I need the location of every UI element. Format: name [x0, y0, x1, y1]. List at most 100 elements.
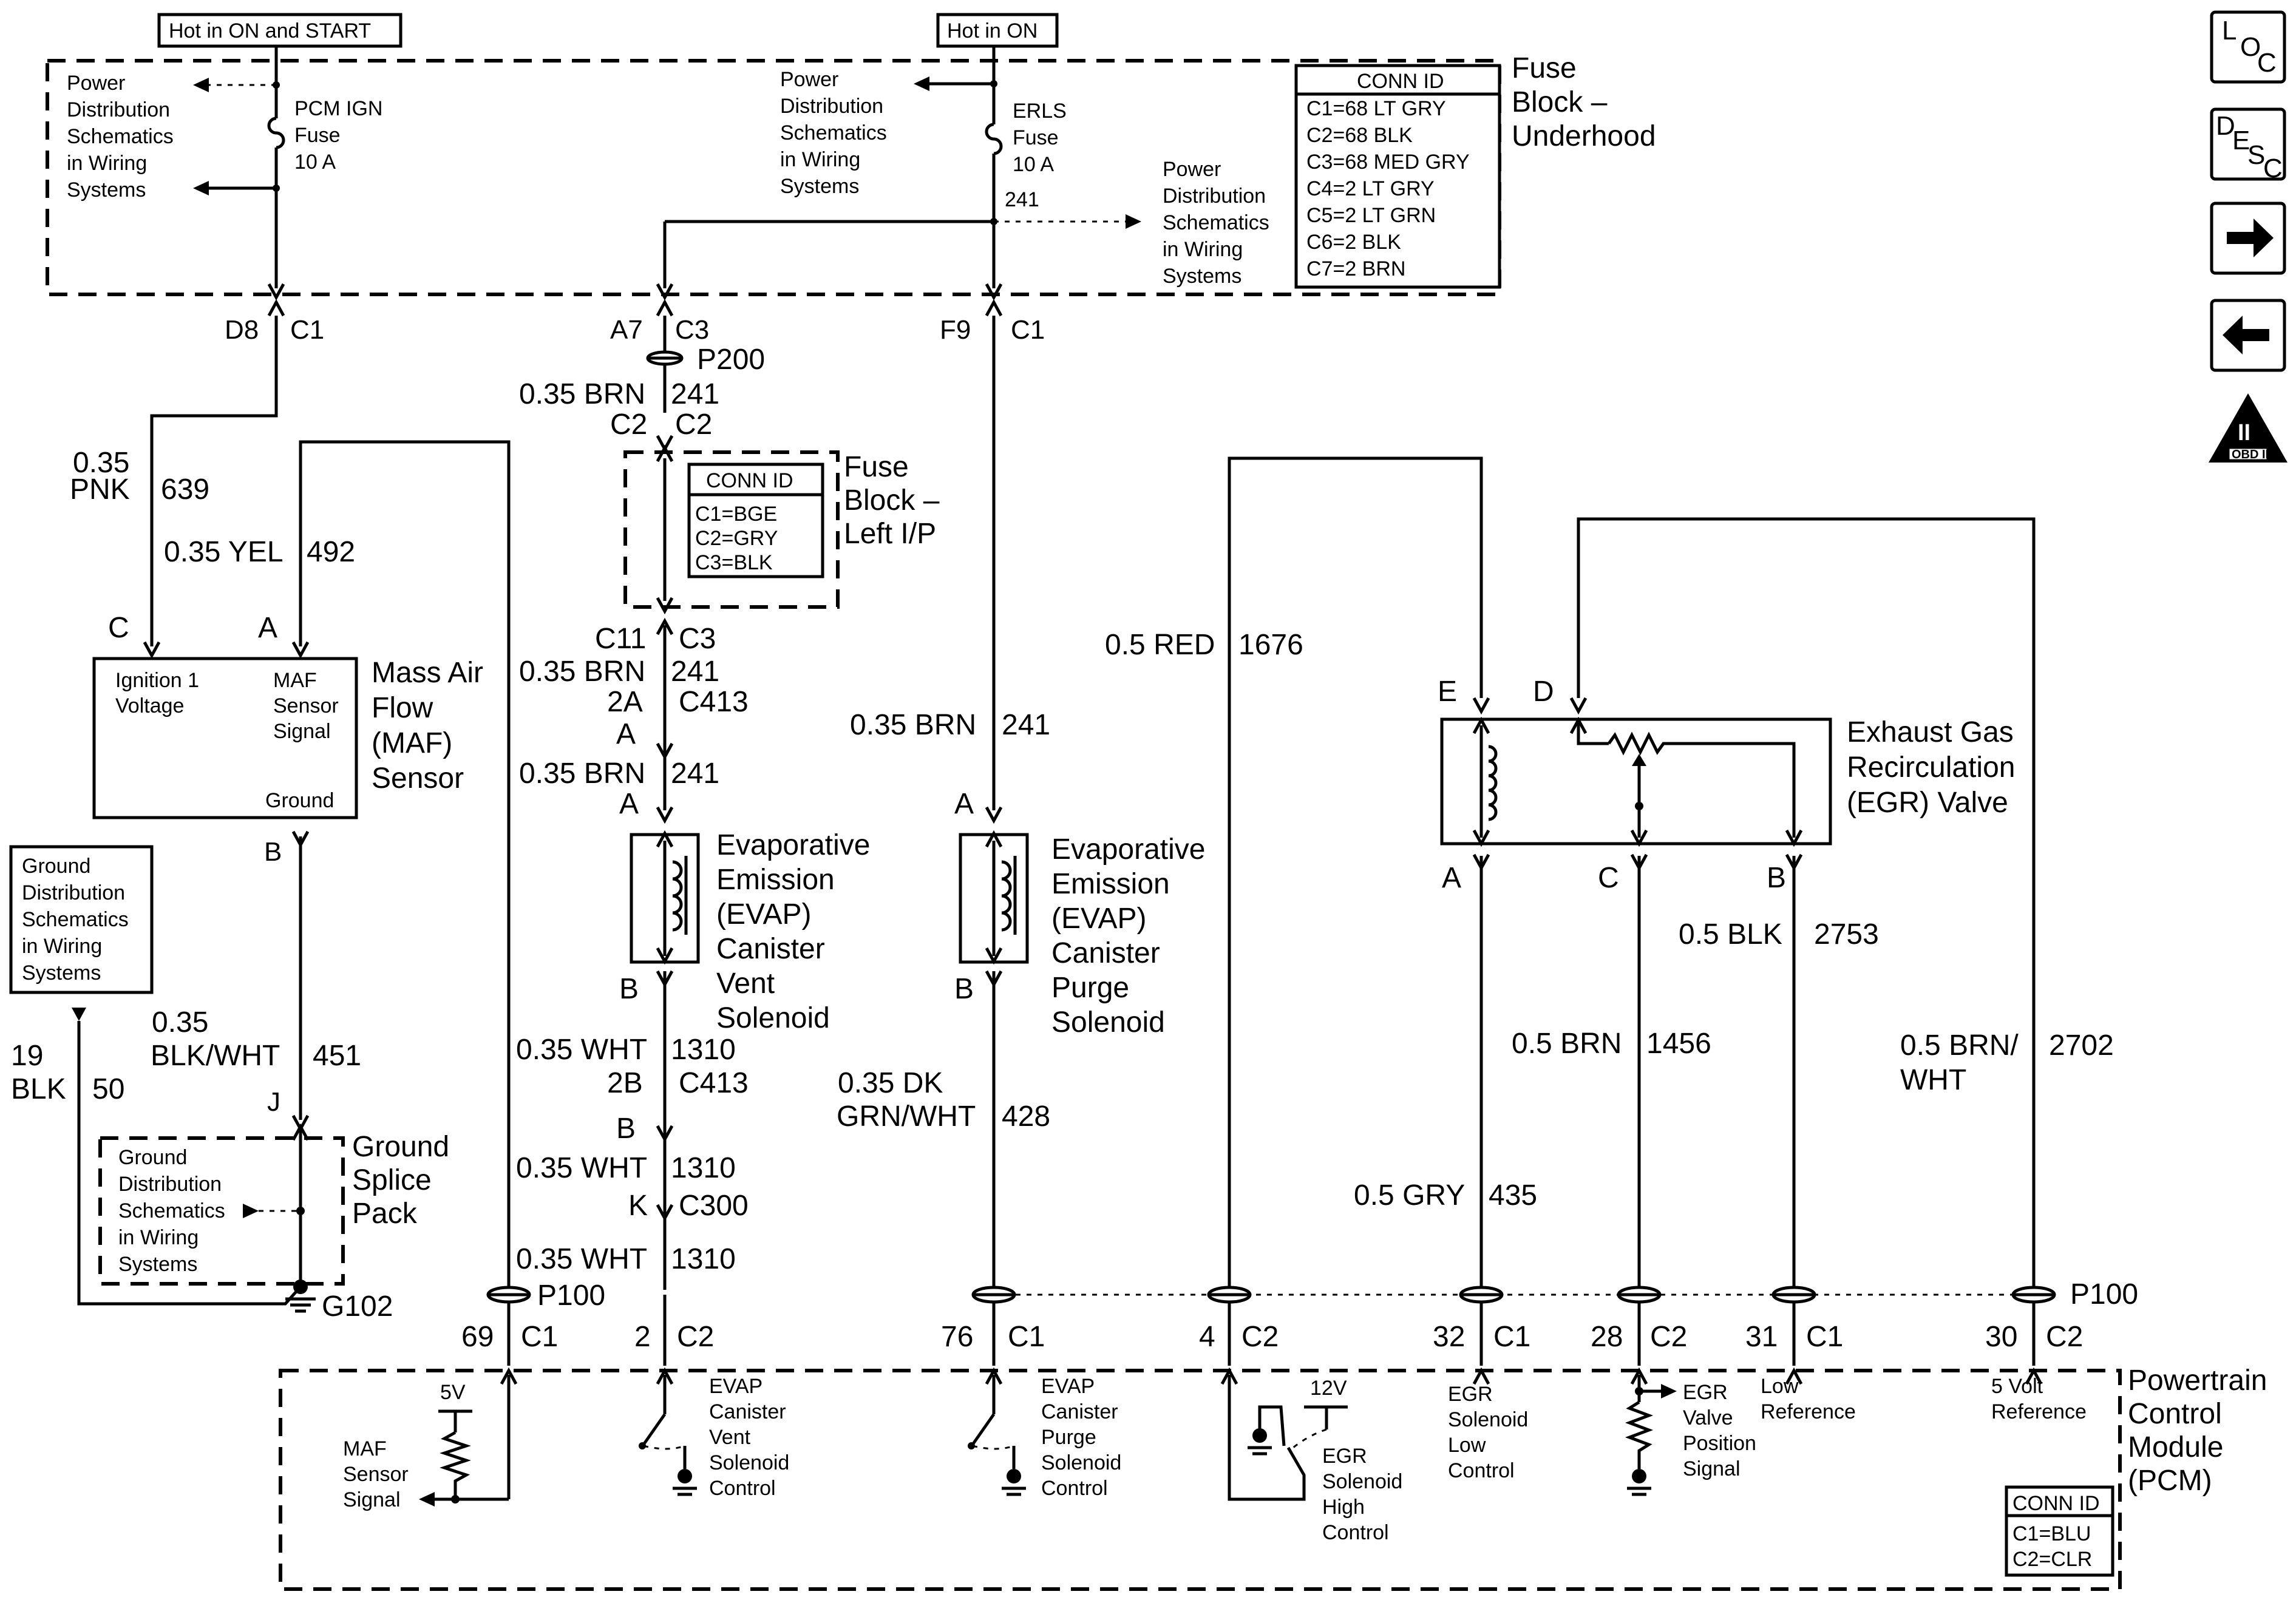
egr-title-2: Recirculation: [1847, 751, 2015, 784]
arrow-right-icon: [1661, 1384, 1677, 1398]
egr-coil-icon: [1488, 745, 1498, 821]
wire-435-color: 0.5 GRY: [1354, 1179, 1465, 1212]
arrow-left-icon[interactable]: [2210, 299, 2286, 372]
svg-text:C7=2 BRN: C7=2 BRN: [1306, 257, 1405, 280]
p100-connector-69: [486, 1286, 531, 1304]
egr-pin-d: D: [1533, 676, 1554, 708]
ground-g102-icon: [293, 1280, 308, 1294]
pcm-title-1: Powertrain: [2128, 1364, 2267, 1397]
wire-639-num: 639: [161, 473, 209, 506]
maf-ign-1: Ignition 1: [115, 669, 199, 692]
wire-1310b-num: 1310: [671, 1152, 736, 1184]
ground-icon: [1007, 1469, 1021, 1483]
svg-text:Canister: Canister: [709, 1400, 786, 1423]
power-dist-left-5: Systems: [67, 178, 146, 202]
evap-vent-title-3: (EVAP): [716, 898, 811, 931]
arrow-left-icon: [914, 76, 929, 91]
maf-sig-3: Signal: [273, 720, 331, 743]
wire-492-color: 0.35 YEL: [164, 536, 284, 568]
evap-purge-title-4: Canister: [1051, 937, 1160, 969]
obd-ii-icon[interactable]: II OBD II: [2209, 393, 2288, 463]
power-dist-right-5: Systems: [1163, 265, 1241, 288]
pcm-12v: 12V: [1310, 1377, 1347, 1400]
wire-1456-num: 1456: [1646, 1028, 1711, 1060]
svg-text:4: 4: [1199, 1321, 1215, 1353]
svg-text:EGR: EGR: [1322, 1445, 1367, 1468]
pcm-5v: 5V: [440, 1381, 466, 1404]
evap-purge-title-5: Purge: [1051, 972, 1129, 1004]
wire-2753-color: 0.5 BLK: [1679, 918, 1782, 951]
wire-451-num: 451: [313, 1040, 361, 1072]
evap-vent-pin-b: B: [619, 973, 639, 1005]
conn-c413b: C413: [679, 1067, 749, 1099]
svg-text:Control: Control: [1448, 1459, 1515, 1482]
svg-text:C: C: [2257, 48, 2277, 78]
arrow-right-icon[interactable]: [2210, 202, 2286, 275]
p100-right: P100: [2070, 1278, 2138, 1310]
evap-vent-title-2: Emission: [716, 864, 835, 896]
erls-fuse-label-2: Fuse: [1013, 126, 1059, 149]
pcm-pin-labels: 69 C1 2 C2 76 C1 4 C2 32 C1 28 C2 31 C1 …: [461, 1321, 2083, 1353]
svg-text:Reference: Reference: [1991, 1400, 2087, 1423]
svg-text:C2: C2: [1241, 1321, 1279, 1353]
loc-icon[interactable]: L O C: [2210, 10, 2286, 84]
evap-purge-title-2: Emission: [1051, 868, 1170, 900]
pin-a: A: [616, 718, 636, 750]
wire-241b-color: 0.35 BRN: [519, 656, 645, 688]
svg-text:O: O: [2240, 32, 2261, 62]
svg-text:28: 28: [1591, 1321, 1623, 1353]
wire-50-num: 50: [92, 1073, 124, 1105]
svg-text:C2=GRY: C2=GRY: [695, 527, 778, 550]
svg-text:C3=68 MED GRY: C3=68 MED GRY: [1306, 151, 1470, 174]
conn-c300: C300: [679, 1190, 749, 1222]
svg-text:C3=BLK: C3=BLK: [695, 551, 773, 574]
power-dist-mid-2: Distribution: [780, 95, 883, 118]
wire-492-num: 492: [307, 536, 355, 568]
nav-icons: L O C D E S C II OBD II: [2209, 10, 2288, 463]
pin-a7: A7: [610, 315, 643, 345]
svg-text:S: S: [2247, 140, 2265, 170]
evap-vent-title-5: Vent: [716, 968, 775, 1000]
svg-text:C1: C1: [1806, 1321, 1843, 1353]
maf-gnd: Ground: [265, 789, 334, 812]
svg-text:Ground: Ground: [22, 855, 90, 878]
svg-text:Solenoid: Solenoid: [1322, 1470, 1402, 1493]
pin-k: K: [628, 1190, 648, 1222]
power-dist-right-3: Schematics: [1163, 211, 1269, 234]
hot-on-label-box: [936, 13, 1059, 48]
hot-on-start-label: Hot in ON and START: [169, 19, 371, 42]
pcm-title-3: Module: [2128, 1431, 2223, 1463]
maf-sig-2: Sensor: [273, 694, 339, 717]
svg-text:C2=CLR: C2=CLR: [2012, 1548, 2092, 1571]
svg-text:C2: C2: [677, 1321, 714, 1353]
desc-icon[interactable]: D E S C: [2210, 107, 2286, 183]
arrow-left-icon: [193, 181, 209, 195]
svg-text:C1=BLU: C1=BLU: [2012, 1522, 2091, 1545]
pcm-ign-fuse-label-2: Fuse: [294, 124, 341, 147]
egr-position-resistor-icon: [1607, 731, 1796, 838]
conn-p200: P200: [697, 344, 765, 376]
wire-241d-num: 241: [1002, 709, 1050, 741]
evap-vent-title-1: Evaporative: [716, 829, 870, 861]
svg-text:C1=68 LT GRY: C1=68 LT GRY: [1306, 97, 1446, 120]
power-dist-left-2: Distribution: [67, 98, 170, 121]
p100-connector-76: [971, 1286, 1016, 1304]
wire-50-size: 19: [11, 1040, 43, 1072]
maf-pin-c: C: [108, 612, 129, 644]
svg-text:C1: C1: [1008, 1321, 1045, 1353]
fuse-block-underhood-title-2: Block –: [1512, 86, 1608, 118]
wire-428-size: 0.35 DK: [838, 1067, 943, 1099]
maf-pullup-resistor-icon: [440, 1431, 471, 1499]
pin-f9: F9: [940, 315, 971, 345]
svg-text:Signal: Signal: [343, 1488, 401, 1511]
svg-text:Systems: Systems: [22, 961, 101, 985]
wire-451-size: 0.35: [152, 1006, 208, 1039]
conn-c413a: C413: [679, 686, 749, 718]
svg-text:C1: C1: [1493, 1321, 1530, 1353]
svg-text:31: 31: [1745, 1321, 1778, 1353]
svg-text:C2: C2: [2046, 1321, 2083, 1353]
svg-text:Solenoid: Solenoid: [1448, 1408, 1528, 1431]
splice-title-1: Ground: [352, 1131, 449, 1163]
svg-text:E: E: [2232, 126, 2250, 155]
svg-text:EVAP: EVAP: [1041, 1375, 1095, 1398]
